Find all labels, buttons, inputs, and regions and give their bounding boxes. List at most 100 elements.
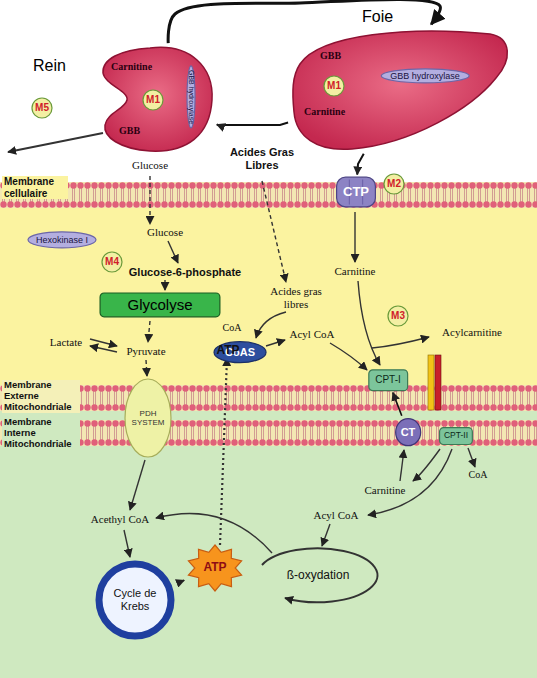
krebs-cycle-shape (99, 564, 171, 636)
transporter-bar (428, 355, 434, 410)
enzyme-ellipse-shape (187, 66, 195, 128)
layout-shape (0, 385, 537, 411)
kidney-organ: ReinCarnitineGBBGBB hydroxylaseM1 (95, 45, 215, 155)
reaction-arrow (256, 312, 286, 338)
connector-arrow (357, 154, 363, 175)
liver-organ: FoieGBBCarnitineGBB hydroxylaseM1 (290, 26, 510, 152)
metabolite-label: Glucose (132, 159, 168, 172)
transporter-protein-shape (337, 177, 376, 207)
reaction-arrow (90, 339, 117, 346)
reaction-arrow (164, 280, 165, 290)
translocase-circle-shape (396, 419, 421, 446)
layout-shape (8, 133, 475, 602)
metabolite-label: CoA (469, 469, 488, 481)
transport-arrow (368, 449, 452, 515)
transport-arrow (400, 450, 404, 481)
node-text: CTP (343, 185, 369, 200)
callout-circle-shape (324, 76, 344, 96)
node-text: CPT-II (444, 431, 468, 441)
process-box-shape (100, 293, 220, 317)
metabolite-text: GBB (320, 50, 341, 62)
metabolite-label: Pyruvate (126, 345, 165, 358)
organ-name: Foie (362, 8, 393, 26)
node-text: GBB hydroxylase (187, 70, 195, 124)
enzyme-ellipse: Hexokinase I (27, 231, 97, 249)
fatty-acid-arrow (262, 181, 286, 282)
krebs-cycle: Cycle de Krebs (95, 560, 175, 640)
callout-circle: M4 (101, 251, 123, 273)
node-text: M4 (105, 256, 119, 268)
callout-circle: M1 (323, 75, 345, 97)
enzyme-box-shape (369, 370, 408, 391)
metabolite-label: CoA (223, 322, 242, 334)
metabolite-text: Carnitine (111, 61, 152, 73)
callout-circle: M1 (142, 89, 164, 111)
node-text: CT (401, 426, 416, 439)
reaction-arrow (266, 340, 285, 346)
outer-membrane (0, 385, 537, 411)
transport-arrow (413, 449, 440, 481)
connector-arrow (177, 580, 184, 583)
node-text: CPT-I (375, 374, 401, 386)
callout-circle-shape (388, 306, 408, 326)
atp-star-shape (188, 545, 241, 591)
node-text: M3 (391, 310, 405, 322)
transport-arrow (354, 212, 355, 262)
node-text: PDH SYSTEM (127, 409, 169, 427)
node-text: M1 (327, 80, 341, 92)
transporter-protein: CTP (336, 177, 376, 208)
metabolite-label: Acides Gras Libres (216, 146, 308, 171)
metabolite-label: Acyl CoA (314, 509, 359, 522)
metabolite-label: Glucose (147, 226, 183, 239)
beta-oxidation-loop (262, 548, 377, 602)
node-text: M1 (146, 94, 160, 106)
metabolite-label: Acyl CoA (290, 328, 335, 341)
metabolite-text: GBB (119, 125, 140, 137)
enzyme-box: CPT-I (368, 369, 408, 391)
layout-shape (0, 420, 537, 446)
transport-arrow (372, 337, 429, 348)
metabolite-label: Acylcarnitine (442, 326, 502, 339)
enzyme-ellipse-shape (28, 232, 96, 248)
enzyme-box-shape (440, 428, 473, 445)
node-text: Hexokinase I (36, 235, 88, 245)
membrane-label: Membrane Interne Mitochondriale (2, 417, 80, 450)
metabolite-label: Acethyl CoA (91, 513, 149, 526)
callout-circle-shape (32, 98, 52, 118)
enzyme-ellipse-shape (214, 342, 266, 363)
organ-name: Rein (33, 57, 66, 75)
enzyme-ellipse: GBB hydroxylase (186, 65, 196, 129)
reaction-arrow (124, 530, 130, 557)
process-label: ß-oxydation (287, 569, 350, 583)
node-text: ATP (203, 561, 226, 575)
transport-arrow (330, 343, 367, 370)
metabolite-text: Carnitine (304, 106, 345, 118)
metabolite-label: Glucose-6-phosphate (129, 266, 241, 279)
callout-circle: M3 (387, 305, 409, 327)
mitochondria-matrix (0, 392, 537, 678)
enzyme-complex: PDH SYSTEM (124, 378, 172, 458)
callout-circle: M2 (383, 173, 405, 195)
liver-organ-outline (290, 26, 510, 152)
callout-circle-shape (102, 252, 122, 272)
node-text: M2 (387, 178, 401, 190)
enzyme-box: CPT-II (439, 427, 473, 445)
metabolite-label: Carnitine (335, 265, 376, 278)
layout-shape (0, 182, 537, 208)
cell-membrane (0, 182, 537, 208)
reaction-arrow (146, 360, 147, 376)
enzyme-ellipse-shape (381, 69, 469, 83)
node-text: M5 (35, 102, 49, 114)
transport-arrow (358, 281, 380, 365)
membrane-label: Membrane cellulaire (2, 176, 68, 199)
inner-membrane (0, 420, 537, 446)
translocase-circle: CT (395, 418, 422, 447)
glucose-arrow (149, 176, 150, 224)
callout-circle-shape (143, 90, 163, 110)
node-text: Cycle de Krebs (105, 587, 165, 612)
node-text: Glycolyse (127, 296, 192, 313)
energy-label: ATP (216, 344, 239, 358)
metabolite-label: Carnitine (365, 484, 406, 497)
atp-star: ATP (186, 544, 244, 592)
process-box: Glycolyse (99, 292, 220, 317)
